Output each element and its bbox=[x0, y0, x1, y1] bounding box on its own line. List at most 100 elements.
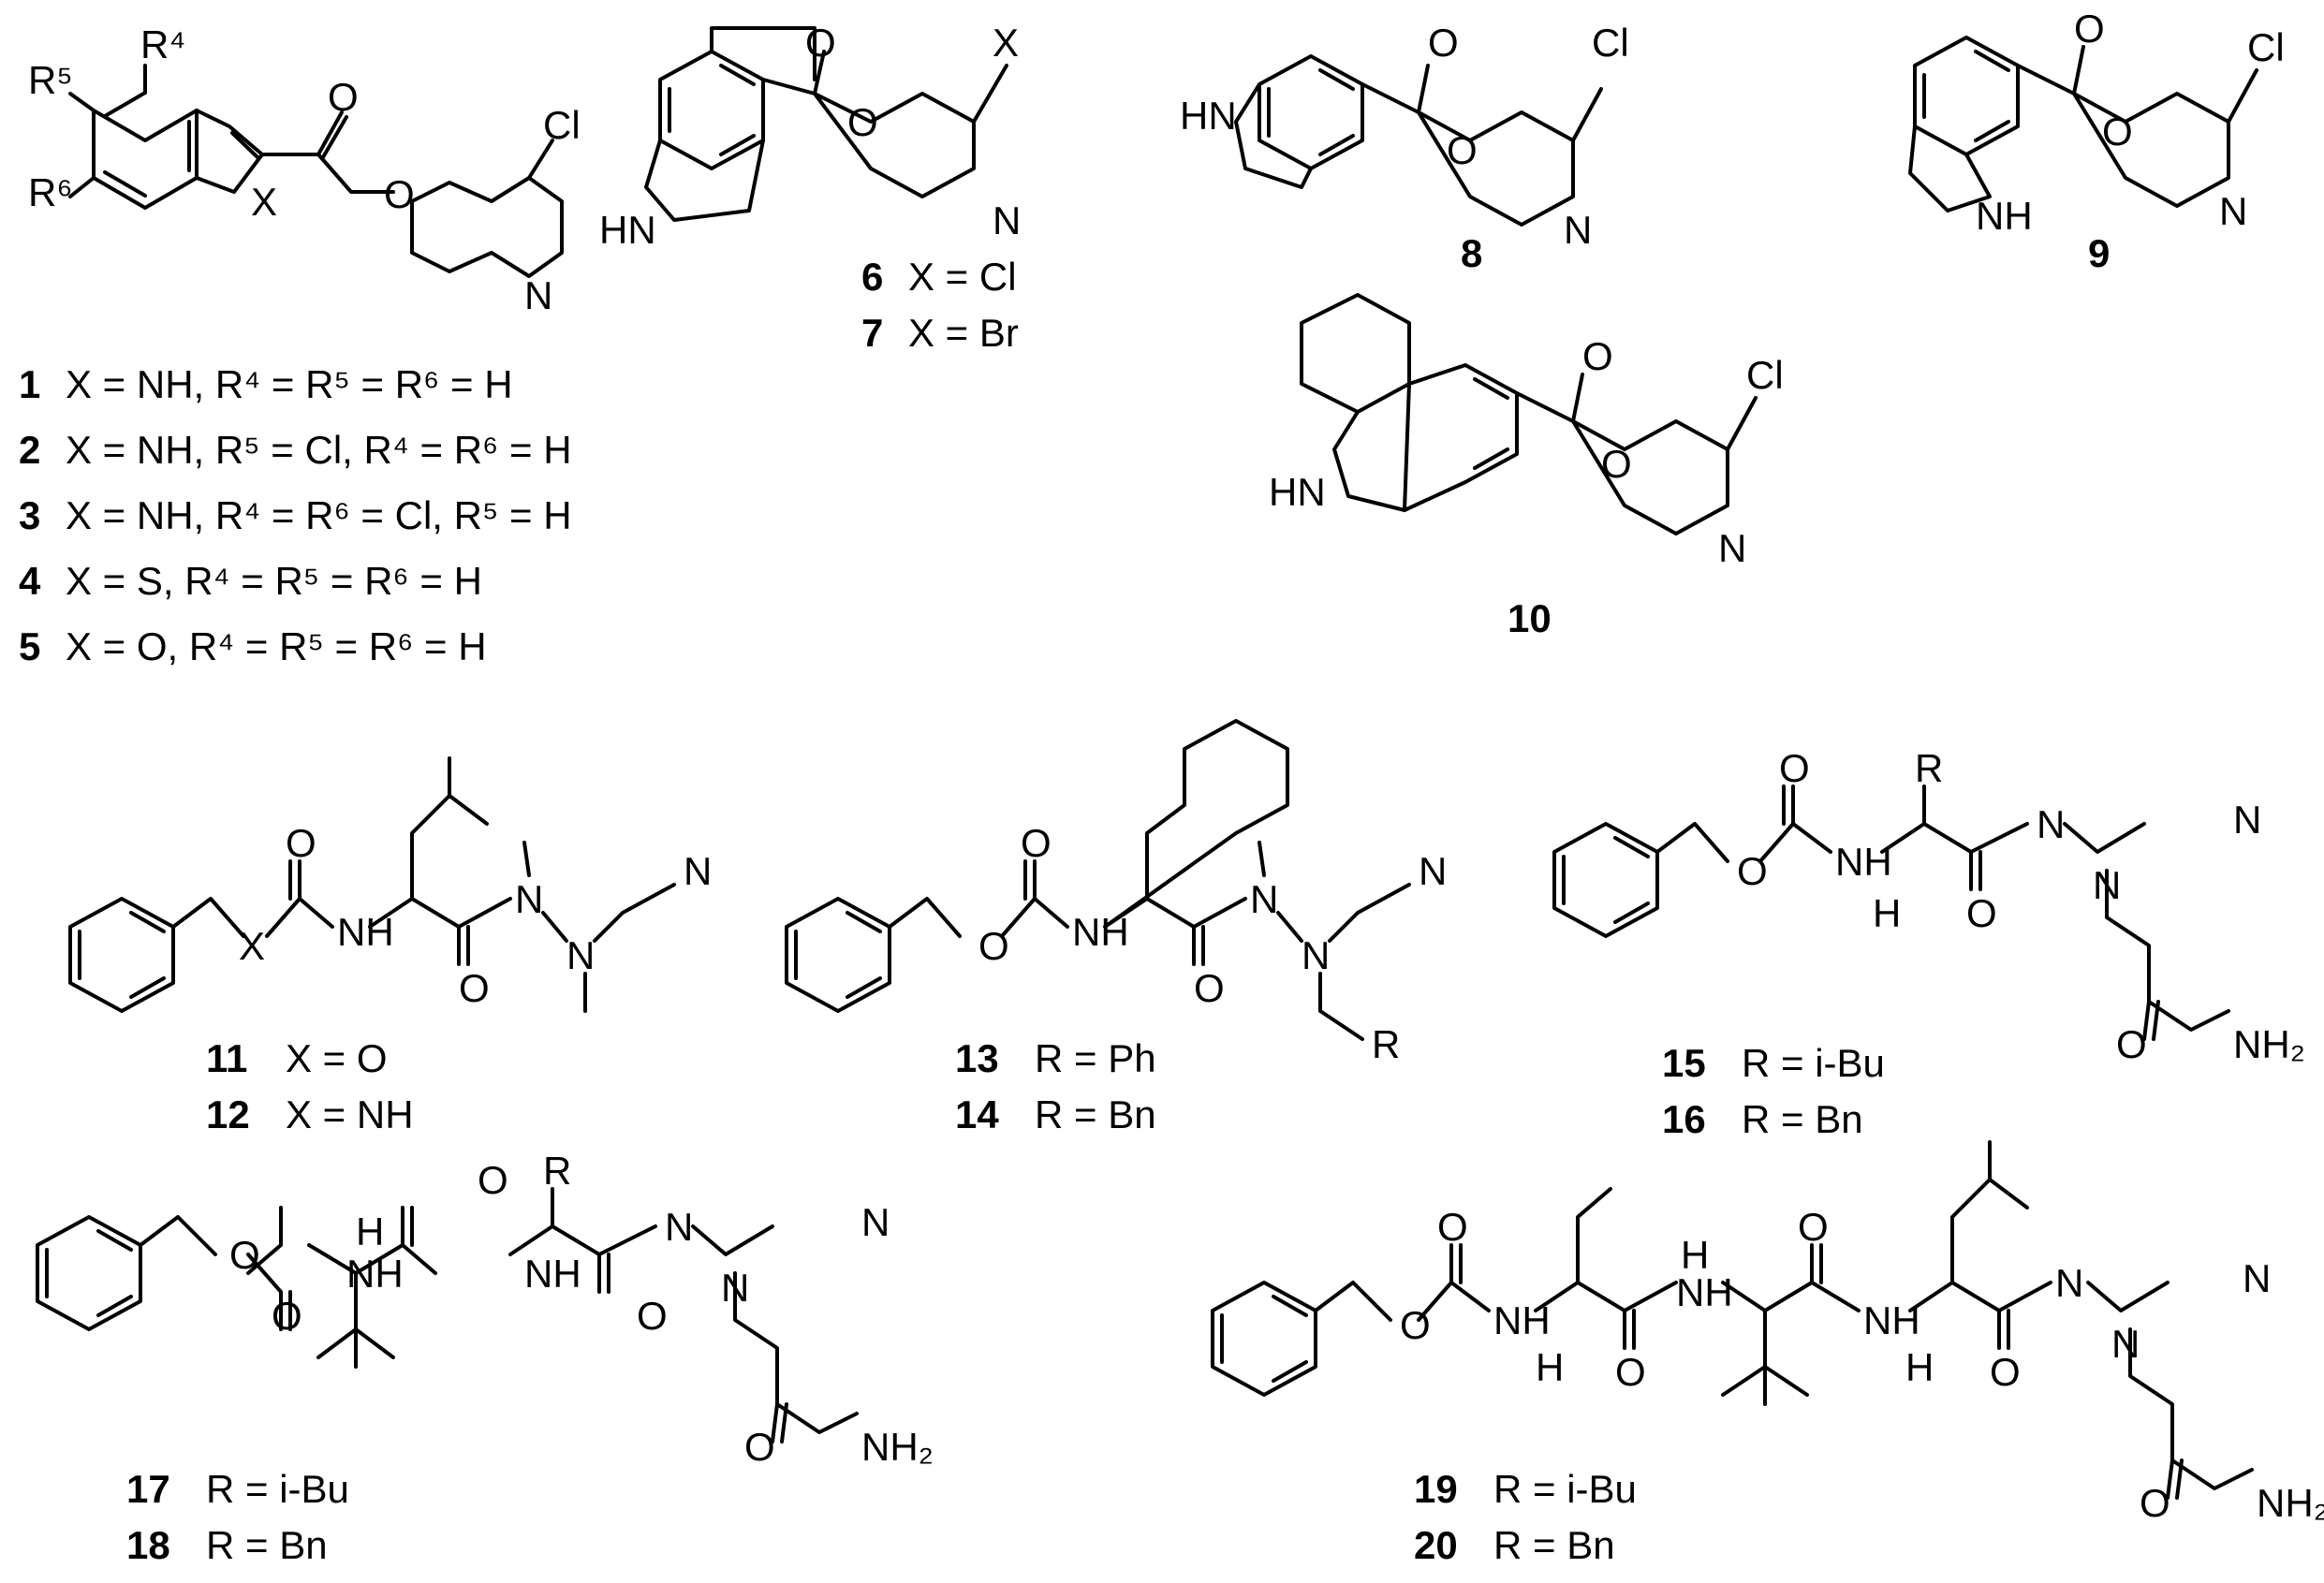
atom-o-ester: O bbox=[1737, 849, 1768, 893]
label-compound-4: 4 X = S, R⁴ = R⁵ = R⁶ = H bbox=[19, 559, 482, 603]
atom-x: X bbox=[239, 924, 265, 968]
atom-o-carbonyl2: O bbox=[1615, 1350, 1646, 1394]
label-compound-15: 15 R = i-Bu bbox=[1662, 1041, 1885, 1085]
compound-description: X = Br bbox=[908, 311, 1019, 355]
atom-o-ester: O bbox=[1400, 1303, 1431, 1347]
atom-h1: H bbox=[356, 1209, 384, 1253]
atom-hn: HN bbox=[1180, 94, 1237, 138]
atom-o-carbonyl: O bbox=[1428, 21, 1459, 65]
label-compound-10: 10 bbox=[1508, 596, 1552, 640]
compound-description: X = O bbox=[286, 1036, 388, 1080]
compound-description: R = Bn bbox=[1742, 1097, 1863, 1141]
compound-description: R = Bn bbox=[206, 1523, 328, 1567]
atom-cl: Cl bbox=[1592, 21, 1629, 65]
label-compound-17: 17 R = i-Bu bbox=[126, 1467, 349, 1511]
compound-description: X = O, R⁴ = R⁵ = R⁶ = H bbox=[66, 624, 487, 668]
label-compound-6: 6 X = Cl bbox=[861, 255, 1017, 299]
compound-number: 5 bbox=[19, 624, 40, 668]
structure-17-18: O O H NH O NH R O N N N O NH₂ bbox=[36, 1149, 934, 1469]
atom-o-carbonyl: O bbox=[1021, 821, 1052, 865]
atom-n-pyridine: N bbox=[1718, 526, 1746, 570]
compound-number: 2 bbox=[19, 428, 40, 472]
atom-r5: R⁵ bbox=[28, 58, 73, 102]
compound-description: R = Bn bbox=[1493, 1523, 1615, 1567]
atom-o-ester: O bbox=[1601, 442, 1632, 486]
structure-8: HN O O Cl N bbox=[1180, 21, 1629, 252]
structure-9: NH O O Cl N bbox=[1908, 7, 2285, 238]
atom-nh2-amide: NH bbox=[1676, 1270, 1733, 1314]
atom-nh3: NH bbox=[1863, 1298, 1920, 1342]
label-compound-3: 3 X = NH, R⁴ = R⁶ = Cl, R⁵ = H bbox=[19, 493, 572, 537]
compound-number: 19 bbox=[1414, 1467, 1458, 1511]
compound-description: X = NH bbox=[286, 1092, 414, 1136]
compound-number: 20 bbox=[1414, 1523, 1458, 1567]
atom-n1: N bbox=[1250, 877, 1278, 921]
atom-x: X bbox=[251, 180, 277, 224]
compound-description: X = S, R⁴ = R⁵ = R⁶ = H bbox=[66, 559, 482, 603]
structure-19-20: O O NH H O H NH O NH H O N N N O NH₂ bbox=[1211, 1140, 2324, 1525]
atom-o-carbonyl: O bbox=[805, 21, 836, 65]
structure-10: HN O O Cl N bbox=[1269, 293, 1784, 570]
atom-o-carbonyl3: O bbox=[1798, 1205, 1829, 1249]
atom-n2: N bbox=[2111, 1322, 2140, 1366]
atom-o-carbonyl1: O bbox=[1437, 1205, 1468, 1249]
compound-description: X = NH, R⁴ = R⁵ = R⁶ = H bbox=[66, 362, 513, 406]
atom-o-ester: O bbox=[1447, 128, 1478, 172]
label-compound-20: 20 R = Bn bbox=[1414, 1523, 1615, 1567]
atom-x: X bbox=[993, 21, 1019, 65]
atom-n-nitrile: N bbox=[861, 1200, 890, 1244]
compound-number: 10 bbox=[1508, 596, 1552, 640]
structure-13-14: O O NH O N N N R bbox=[785, 719, 1447, 1066]
atom-nh2-amide: NH bbox=[524, 1252, 581, 1296]
atom-o-ester: O bbox=[978, 924, 1009, 968]
compound-description: X = Cl bbox=[908, 255, 1017, 299]
label-compound-11: 11 X = O bbox=[206, 1036, 388, 1080]
structure-15-16: O O NH H R O N N N O NH₂ bbox=[1552, 746, 2305, 1066]
label-compound-9: 9 bbox=[2088, 231, 2110, 275]
atom-r: R bbox=[543, 1149, 571, 1193]
atom-o-carbonyl: O bbox=[286, 821, 316, 865]
compound-number: 11 bbox=[206, 1036, 247, 1080]
label-compound-12: 12 X = NH bbox=[206, 1092, 414, 1136]
compound-number: 14 bbox=[955, 1092, 999, 1136]
compound-number: 4 bbox=[19, 559, 41, 603]
compound-number: 18 bbox=[126, 1523, 170, 1567]
label-compound-1: 1 X = NH, R⁴ = R⁵ = R⁶ = H bbox=[19, 362, 513, 406]
compound-number: 9 bbox=[2088, 231, 2110, 275]
compound-description: R = Ph bbox=[1035, 1036, 1156, 1080]
atom-o-carbonyl: O bbox=[1582, 334, 1613, 378]
atom-nh2: NH₂ bbox=[2257, 1481, 2324, 1525]
compound-number: 15 bbox=[1662, 1041, 1706, 1085]
label-compound-13: 13 R = Ph bbox=[955, 1036, 1156, 1080]
atom-r: R bbox=[1915, 746, 1943, 790]
compound-number: 1 bbox=[19, 362, 40, 406]
atom-hn: HN bbox=[1269, 470, 1326, 514]
atom-h1: H bbox=[1536, 1345, 1564, 1389]
atom-n-nitrile: N bbox=[1419, 849, 1447, 893]
structure-6-7: HN O O X N bbox=[599, 21, 1021, 252]
compound-labels: 1 X = NH, R⁴ = R⁵ = R⁶ = H 2 X = NH, R⁵ … bbox=[19, 231, 2110, 1567]
atom-nh2: NH₂ bbox=[2233, 1022, 2305, 1066]
atom-n2: N bbox=[1302, 933, 1330, 977]
compound-number: 3 bbox=[19, 493, 40, 537]
atom-n1: N bbox=[665, 1205, 693, 1249]
atom-r6: R⁶ bbox=[28, 170, 73, 214]
compound-description: X = NH, R⁵ = Cl, R⁴ = R⁶ = H bbox=[66, 428, 572, 472]
compound-description: X = NH, R⁴ = R⁶ = Cl, R⁵ = H bbox=[66, 493, 572, 537]
atom-n1: N bbox=[2037, 802, 2065, 846]
atom-n1: N bbox=[2055, 1261, 2083, 1305]
label-compound-7: 7 X = Br bbox=[861, 311, 1019, 355]
atom-nh1: NH bbox=[1493, 1298, 1551, 1342]
atom-o-terminal: O bbox=[2116, 1022, 2147, 1066]
label-compound-16: 16 R = Bn bbox=[1662, 1097, 1863, 1141]
atom-o-carbonyl1: O bbox=[272, 1294, 302, 1338]
atom-h3: H bbox=[1905, 1345, 1934, 1389]
atom-n-pyridine: N bbox=[2219, 189, 2247, 233]
atom-o-terminal: O bbox=[744, 1425, 775, 1469]
compound-description: R = Bn bbox=[1035, 1092, 1156, 1136]
atom-o-carbonyl: O bbox=[2074, 7, 2105, 51]
structure-11-12: X O NH O N N N bbox=[68, 756, 712, 1013]
compound-number: 13 bbox=[955, 1036, 999, 1080]
atom-n2: N bbox=[2093, 863, 2121, 907]
